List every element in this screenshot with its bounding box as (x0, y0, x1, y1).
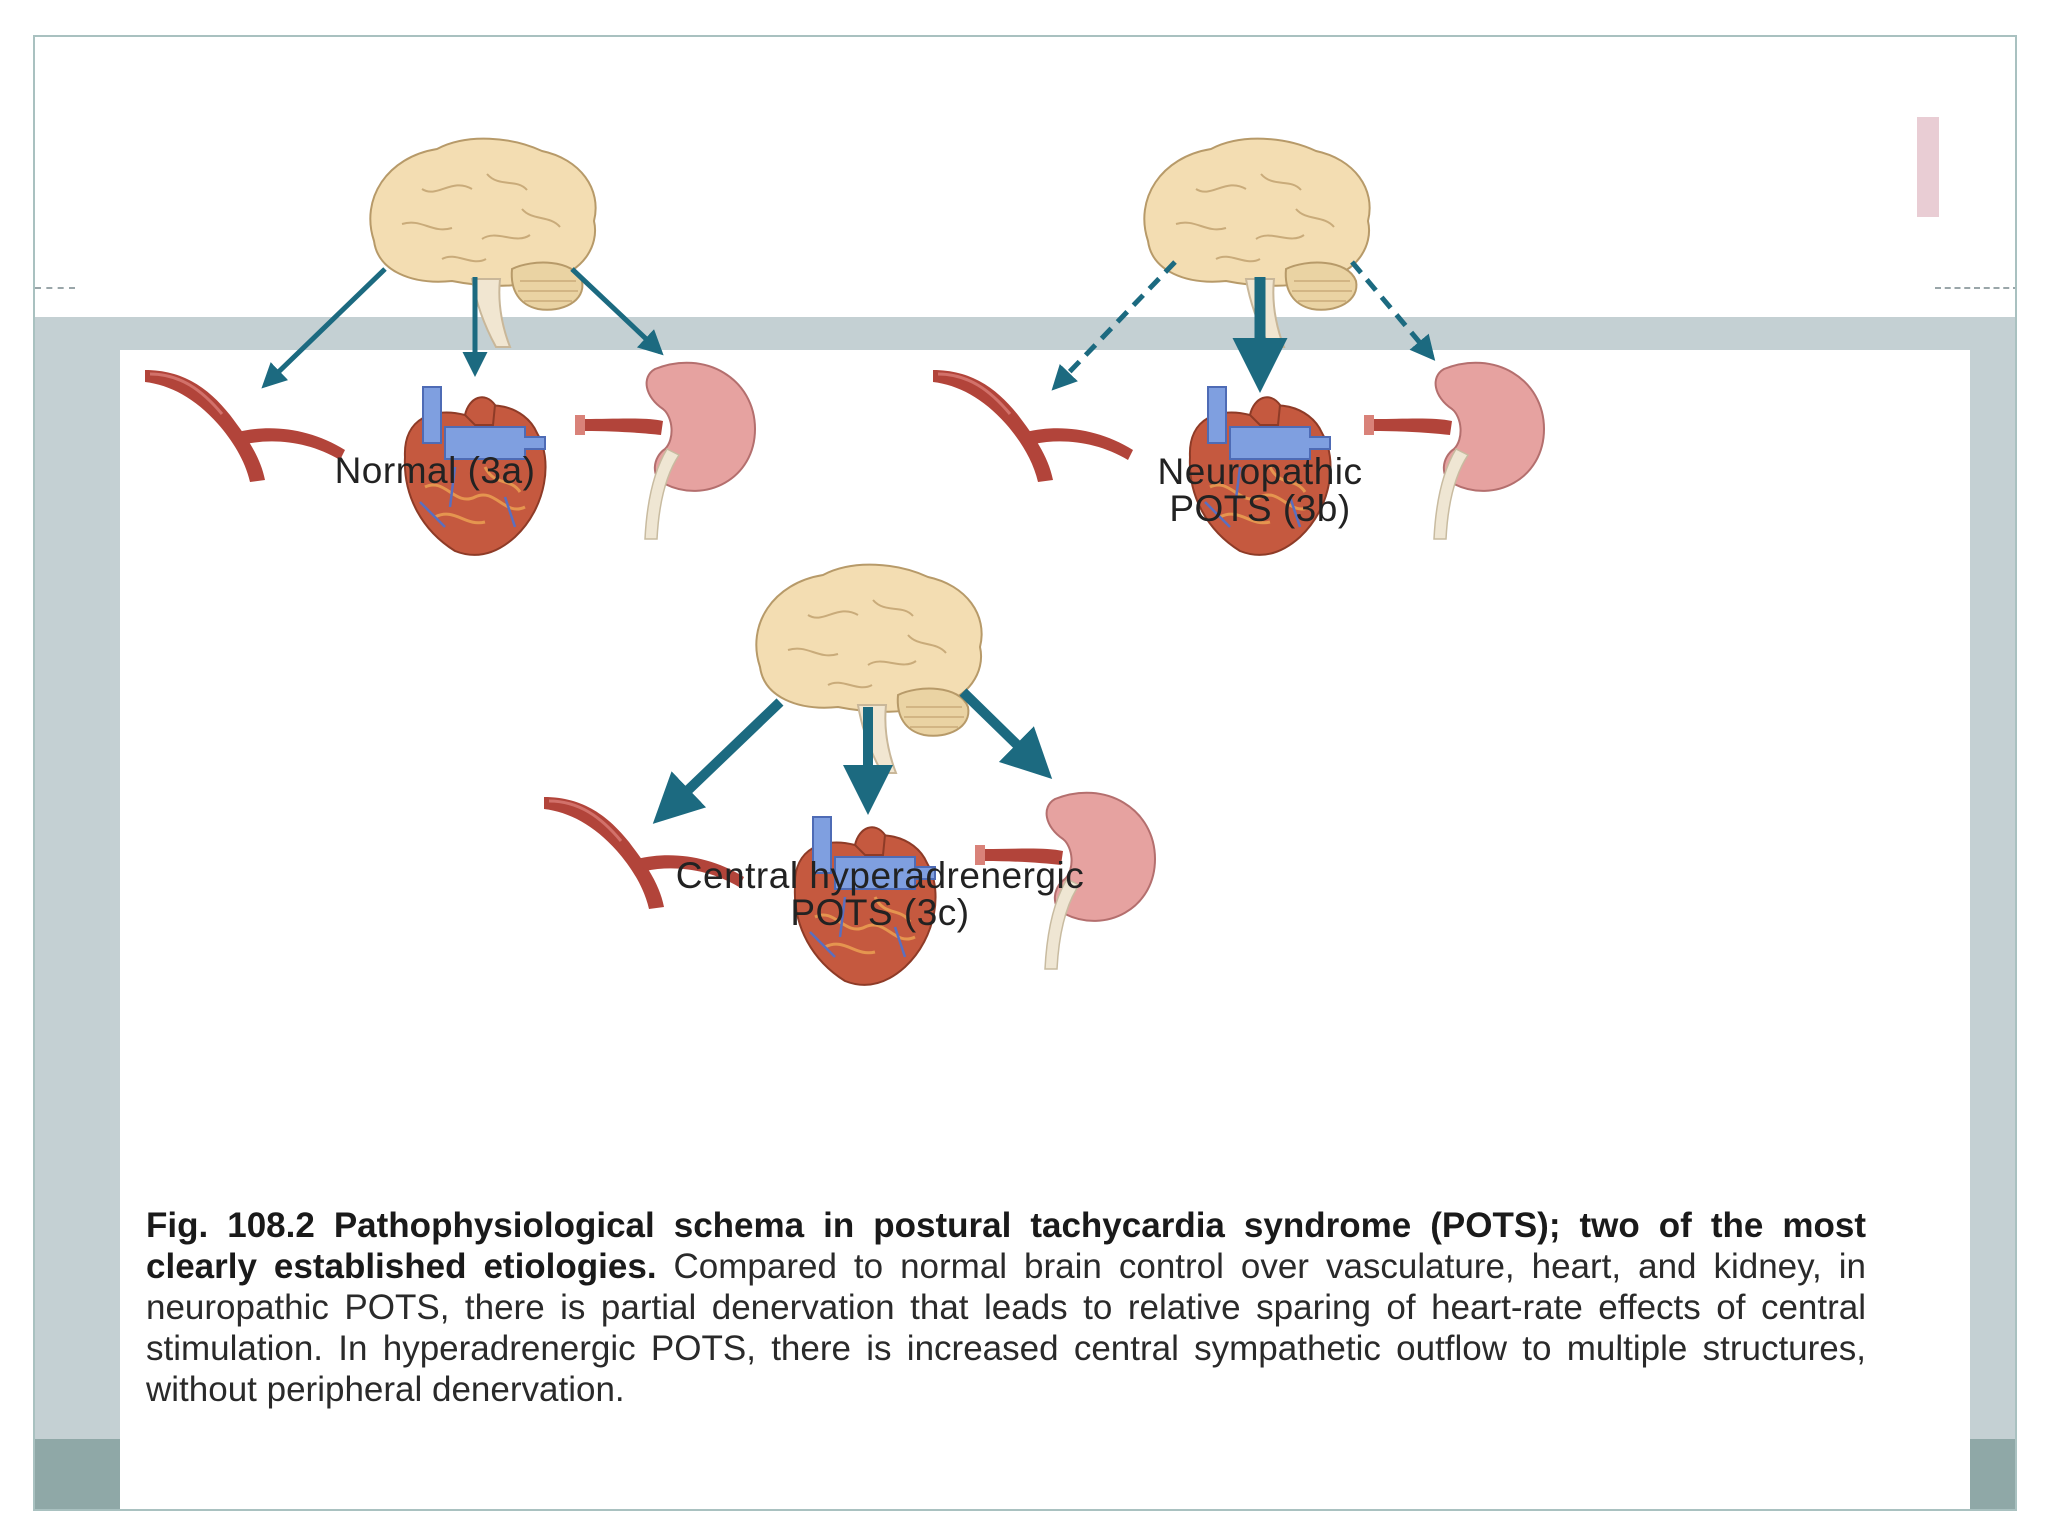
figure-panel: Normal (3a) Neuropathic POTS (3b) Centra… (120, 137, 1970, 1509)
label-neuropathic-line2: POTS (3b) (1169, 488, 1351, 529)
kidney-icon (574, 361, 756, 540)
caption-title: Fig. 108.2 Pathophysiological schema in … (146, 1206, 1866, 1286)
label-neuropathic-line1: Neuropathic (1157, 451, 1363, 492)
panel-neuropathic-artwork (931, 137, 1545, 557)
divider-left (35, 287, 75, 289)
panel-normal-artwork (143, 137, 756, 557)
label-normal: Normal (3a) (270, 452, 600, 489)
label-hyperadrenergic: Central hyperadrenergic POTS (3c) (590, 857, 1170, 931)
caption-body: Compared to normal brain control over va… (146, 1247, 1866, 1409)
label-normal-text: Normal (3a) (334, 450, 536, 491)
slide: Normal (3a) Neuropathic POTS (3b) Centra… (33, 35, 2017, 1511)
panel-hyperadrenergic-artwork (542, 563, 1156, 987)
divider-right (1935, 287, 2015, 289)
brain-icon (369, 137, 597, 348)
label-neuropathic: Neuropathic POTS (3b) (1080, 453, 1440, 527)
label-hyperadrenergic-line1: Central hyperadrenergic (675, 855, 1085, 896)
label-hyperadrenergic-line2: POTS (3c) (790, 892, 970, 933)
accent-tab (1917, 117, 1939, 217)
pots-schema-artwork (143, 137, 1545, 987)
figure-caption: Fig. 108.2 Pathophysiological schema in … (146, 1205, 1866, 1410)
